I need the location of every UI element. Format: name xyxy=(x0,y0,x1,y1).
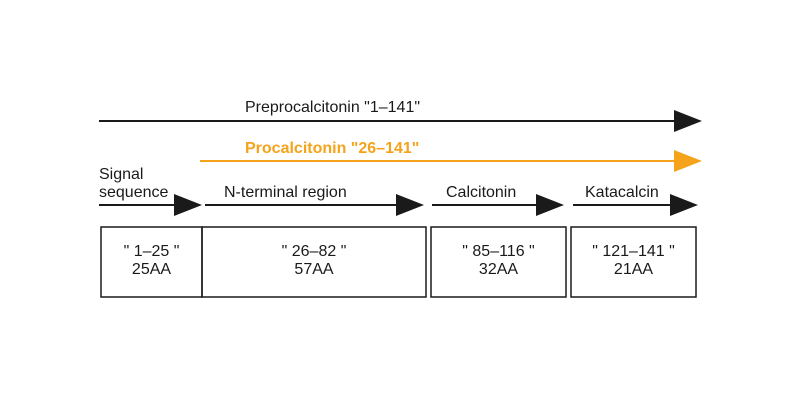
calcitonin-label: Calcitonin xyxy=(446,184,517,201)
katacalcin-length: 21AA xyxy=(613,261,654,278)
procalcitonin-arrow-head xyxy=(674,150,702,172)
calcitonin-arrow-head xyxy=(536,194,564,216)
katacalcin-label: Katacalcin xyxy=(585,184,659,201)
calcitonin-cell: " 85–116 " 32AA xyxy=(431,243,566,279)
n-terminal-region-arrow-head xyxy=(396,194,424,216)
signal-sequence-range: " 1–25 " xyxy=(123,243,180,260)
n-terminal-region-cell: " 26–82 " 57AA xyxy=(202,243,426,279)
preprocalcitonin-arrow-head xyxy=(674,110,702,132)
n-terminal-region-label: N-terminal region xyxy=(224,184,347,201)
n-terminal-region-box xyxy=(201,226,427,298)
signal-sequence-label-line1: Signal xyxy=(99,166,144,183)
n-terminal-region-range: " 26–82 " xyxy=(281,243,347,260)
calcitonin-range: " 85–116 " xyxy=(462,243,535,260)
katacalcin-box xyxy=(570,226,697,298)
signal-sequence-label: Signal sequence xyxy=(99,166,168,202)
katacalcin-arrow-head xyxy=(670,194,698,216)
katacalcin-cell: " 121–141 " 21AA xyxy=(571,243,696,279)
signal-sequence-arrow-head xyxy=(174,194,202,216)
signal-sequence-label-line2: sequence xyxy=(99,184,169,201)
preprocalcitonin-label: Preprocalcitonin "1–141" xyxy=(245,99,421,116)
n-terminal-region-length: 57AA xyxy=(294,261,334,278)
calcitonin-length: 32AA xyxy=(478,261,519,278)
signal-sequence-length: 25AA xyxy=(131,261,172,278)
katacalcin-range: " 121–141 " xyxy=(592,243,675,260)
procalcitonin-label: Procalcitonin "26–141" xyxy=(245,140,420,157)
signal-sequence-cell: " 1–25 " 25AA xyxy=(101,243,202,279)
calcitonin-box xyxy=(430,226,567,298)
